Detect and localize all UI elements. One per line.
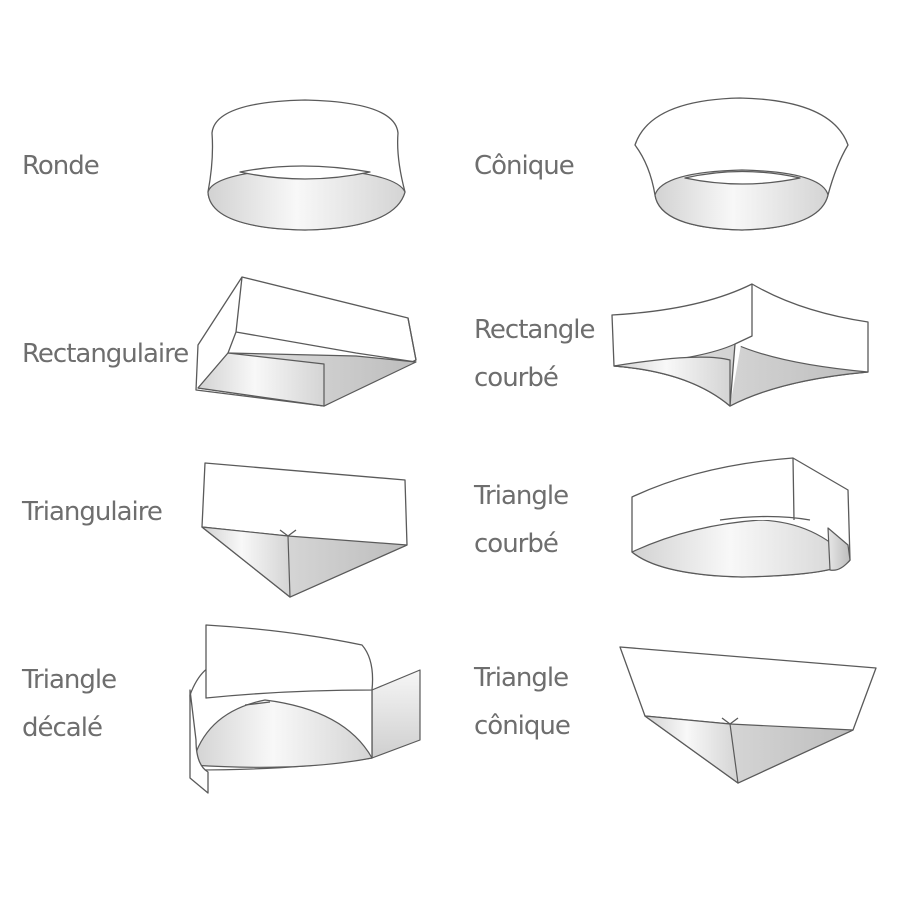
shape-triangulaire <box>201 462 408 598</box>
label-line: courbé <box>474 363 559 393</box>
label-ronde: Ronde <box>22 142 100 190</box>
label-line: Rectangulaire <box>22 339 189 369</box>
label-line: Triangle <box>474 481 569 511</box>
label-line: Triangulaire <box>22 497 163 527</box>
label-triangulaire: Triangulaire <box>22 488 163 536</box>
label-triangle-courbe: Triangle courbé <box>474 472 569 568</box>
shape-triangle-conique <box>619 646 877 784</box>
label-line: Triangle <box>22 665 117 695</box>
shape-rectangle-courbe <box>611 283 869 407</box>
label-rectangulaire: Rectangulaire <box>22 330 189 378</box>
label-rectangle-courbe: Rectangle courbé <box>474 306 596 402</box>
shape-rectangulaire <box>195 276 417 407</box>
label-line: Triangle <box>474 663 569 693</box>
shape-ronde <box>207 99 406 231</box>
shape-triangle-decale <box>189 624 421 794</box>
label-triangle-decale: Triangle décalé <box>22 656 117 752</box>
label-line: cônique <box>474 711 571 741</box>
label-line: Rectangle <box>474 315 596 345</box>
label-triangle-conique: Triangle cônique <box>474 654 571 750</box>
label-conique: Cônique <box>474 142 575 190</box>
label-line: décalé <box>22 713 103 743</box>
shape-triangle-courbe <box>631 457 851 578</box>
shape-conique <box>634 97 849 231</box>
label-line: Cônique <box>474 151 575 181</box>
label-line: courbé <box>474 529 559 559</box>
label-line: Ronde <box>22 151 100 181</box>
